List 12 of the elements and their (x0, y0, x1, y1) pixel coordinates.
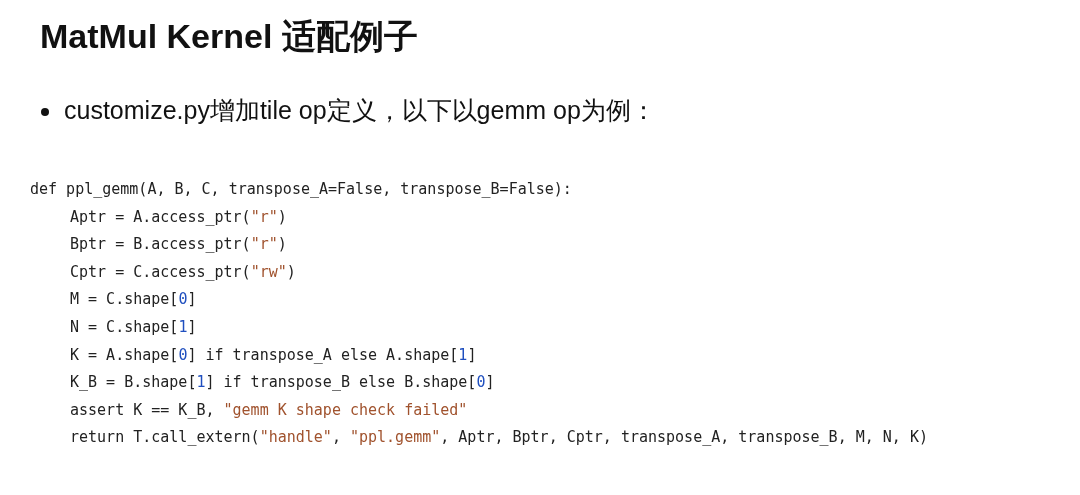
code-line: assert K == K_B, "gemm K shape check failed" (70, 400, 468, 419)
code-line: K = A.shape[0] if transpose_A else A.shape[1] (70, 345, 477, 364)
code-line: Cptr = C.access_ptr("rw") (70, 262, 296, 281)
code-line: M = C.shape[0] (70, 290, 197, 309)
code-line: def ppl_gemm(A, B, C, transpose_A=False, transpose_B=False): (30, 180, 572, 198)
code-line: K_B = B.shape[1] if transpose_B else B.shape[0] (70, 373, 495, 392)
code-line: Aptr = A.access_ptr("r") (70, 207, 287, 226)
slide-title: MatMul Kernel 适配例子 (40, 16, 418, 57)
code-line: N = C.shape[1] (70, 318, 197, 336)
bullet-text: customize.py增加tile op定义，以下以gemm op为例： (64, 95, 656, 126)
code-line: return T.call_extern("handle", "ppl.gemm", Aptr, Bptr, Cptr, transpose_A, transpose_B, M, N, K) (70, 428, 928, 447)
code-line: Bptr = B.access_ptr("r") (70, 235, 287, 254)
